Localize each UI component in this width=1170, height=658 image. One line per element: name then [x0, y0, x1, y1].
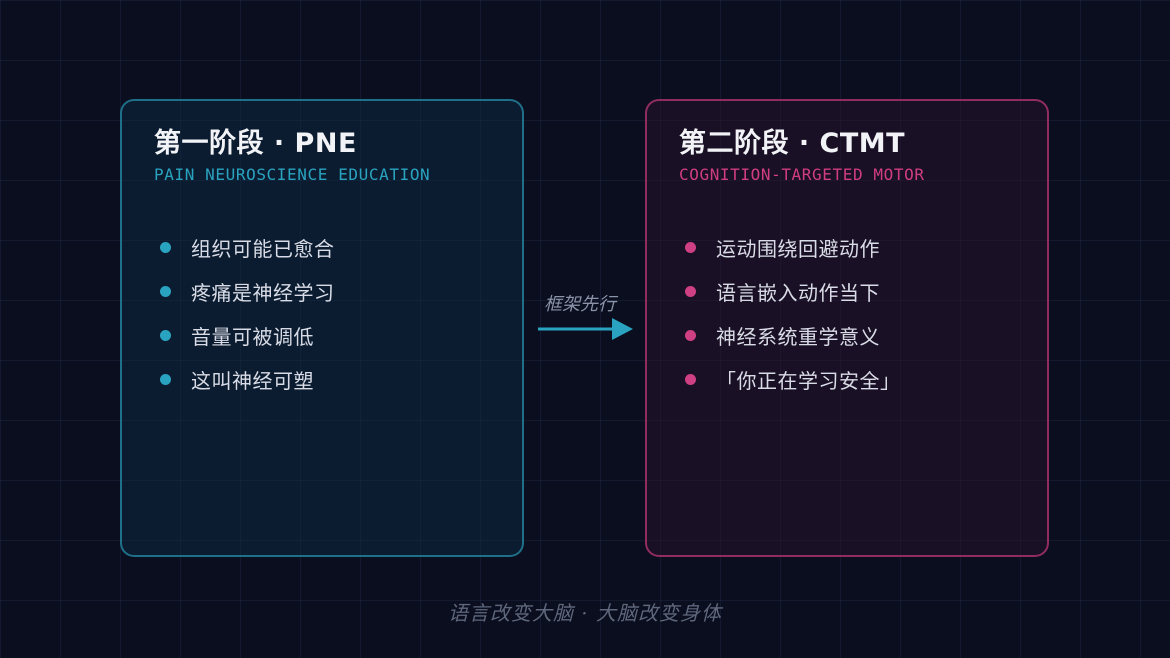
list-item-text: 音量可被调低: [191, 324, 314, 349]
list-item: 语言嵌入动作当下: [679, 269, 1017, 313]
stage-two-subtitle: COGNITION-TARGETED MOTOR: [679, 165, 925, 184]
stage-connector: 框架先行: [536, 288, 636, 348]
list-item: 音量可被调低: [154, 313, 492, 357]
footer-tagline: 语言改变大脑 · 大脑改变身体: [447, 601, 723, 625]
list-item-text: 「你正在学习安全」: [716, 368, 901, 393]
bullet-dot-icon: [685, 373, 696, 385]
list-item: 组织可能已愈合: [154, 225, 492, 269]
list-item: 神经系统重学意义: [679, 313, 1017, 357]
connector-label: 框架先行: [544, 294, 616, 315]
stage-one-subtitle: PAIN NEUROSCIENCE EDUCATION: [154, 165, 431, 184]
bullet-dot-icon: [160, 329, 171, 341]
list-item-text: 疼痛是神经学习: [191, 280, 335, 305]
list-item: 运动围绕回避动作: [679, 225, 1017, 269]
stage-one-card: 第一阶段 · PNE PAIN NEUROSCIENCE EDUCATION 组…: [120, 99, 524, 557]
list-item-text: 组织可能已愈合: [191, 236, 335, 261]
bullet-dot-icon: [685, 241, 696, 253]
arrow-right-icon: [538, 318, 633, 340]
bullet-dot-icon: [160, 373, 171, 385]
list-item-text: 这叫神经可塑: [191, 368, 314, 393]
list-item: 「你正在学习安全」: [679, 357, 1017, 401]
list-item: 疼痛是神经学习: [154, 269, 492, 313]
bullet-dot-icon: [685, 329, 696, 341]
stage-two-card: 第二阶段 · CTMT COGNITION-TARGETED MOTOR 运动围…: [645, 99, 1049, 557]
list-item: 这叫神经可塑: [154, 357, 492, 401]
list-item-text: 神经系统重学意义: [716, 324, 880, 349]
list-item-text: 语言嵌入动作当下: [716, 280, 880, 305]
stage-two-title: 第二阶段 · CTMT: [679, 128, 906, 159]
list-item-text: 运动围绕回避动作: [716, 236, 880, 261]
stage-one-list: 组织可能已愈合 疼痛是神经学习 音量可被调低 这叫神经可塑: [154, 225, 492, 401]
bullet-dot-icon: [160, 285, 171, 297]
bullet-dot-icon: [160, 241, 171, 253]
bullet-dot-icon: [685, 285, 696, 297]
stage-two-list: 运动围绕回避动作 语言嵌入动作当下 神经系统重学意义 「你正在学习安全」: [679, 225, 1017, 401]
stage-one-title: 第一阶段 · PNE: [154, 128, 357, 159]
